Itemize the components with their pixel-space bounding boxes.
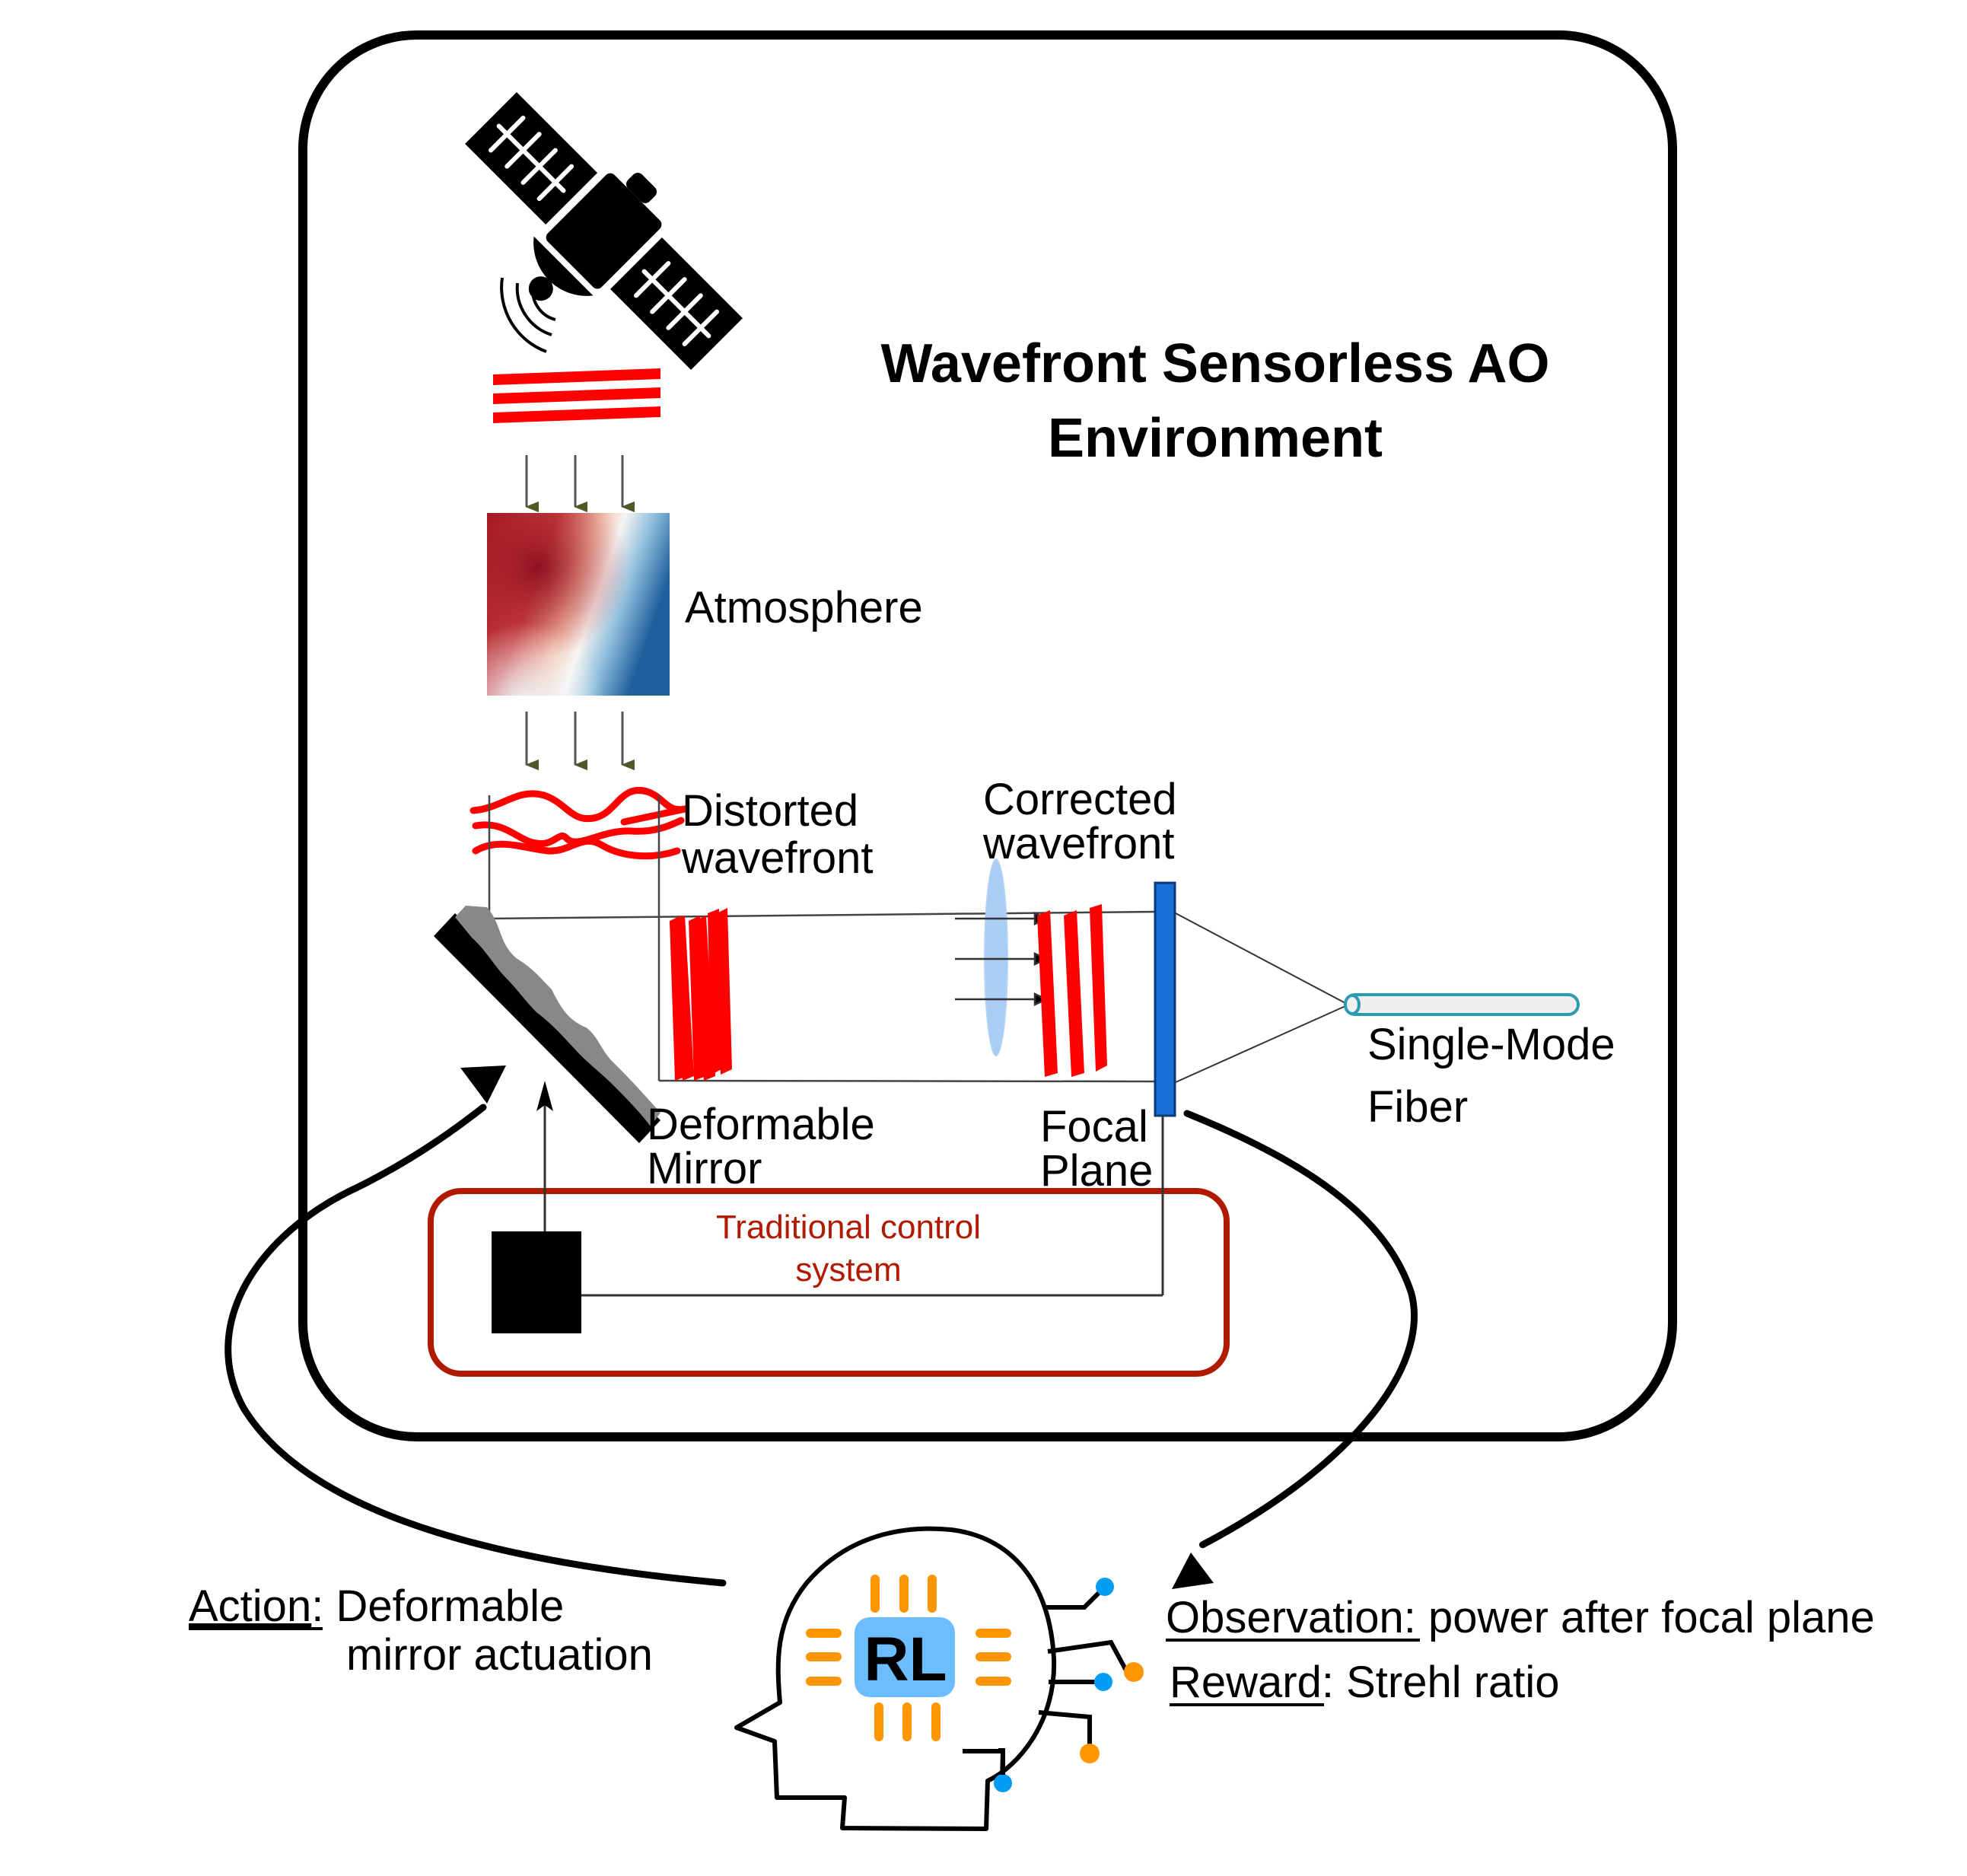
- circuit-node-blue: [1096, 1578, 1114, 1596]
- action-value-line1: Deformable: [323, 1581, 564, 1631]
- environment-title-line2: Environment: [1048, 408, 1383, 469]
- control-feedback-wires: [543, 1096, 1164, 1297]
- deformable-mirror-label-line2: Mirror: [647, 1144, 762, 1193]
- action-loop-arrow: [224, 1104, 727, 1587]
- controller-block: [492, 1231, 581, 1333]
- reflected-wavefront-bars: [670, 908, 732, 1081]
- action-key: Action: [189, 1581, 311, 1631]
- observation-arrow-head: [1172, 1553, 1214, 1589]
- observation-key: Observation: [1166, 1593, 1404, 1642]
- reward-key: Reward: [1170, 1658, 1322, 1707]
- distorted-light-arrows: [525, 712, 635, 771]
- atmosphere-label: Atmosphere: [685, 583, 923, 632]
- environment-title-line1: Wavefront Sensorless AO: [881, 333, 1550, 394]
- action-arrow-head: [460, 1065, 506, 1104]
- chip-icon: [806, 1575, 1011, 1741]
- traditional-control-system-box: [428, 1188, 1230, 1377]
- observation-value: : power after focal plane: [1404, 1593, 1875, 1642]
- single-mode-fiber: [1344, 993, 1580, 1016]
- focal-plane: [1154, 881, 1176, 1117]
- distorted-wavefront-label-line1: Distorted: [682, 786, 858, 836]
- circuit-trace-bottom: [963, 1749, 1005, 1775]
- atmosphere-phase-screen: [487, 513, 670, 696]
- circuit-node-blue: [994, 1774, 1012, 1792]
- observation-loop-arrow: [1183, 1110, 1418, 1549]
- focal-plane-label-line1: Focal: [1040, 1102, 1148, 1151]
- focusing-lens-body: [985, 860, 1007, 1055]
- distorted-wavefront-label-line2: wavefront: [681, 833, 873, 883]
- signal-waves-icon: [500, 277, 556, 353]
- incoming-light-arrows: [525, 455, 635, 513]
- observation-label: Observation: power after focal plane: [1166, 1593, 1875, 1642]
- corrected-wavefront-label-line2: wavefront: [982, 819, 1174, 868]
- satellite-icon: [465, 92, 743, 370]
- distorted-wavefront: [469, 786, 690, 860]
- reward-label: Reward: Strehl ratio: [1170, 1658, 1560, 1707]
- fiber-label-line2: Fiber: [1367, 1082, 1468, 1132]
- incoming-wavefront: [493, 368, 660, 423]
- action-separator: :: [311, 1581, 323, 1631]
- fiber-label-line1: Single-Mode: [1367, 1020, 1615, 1069]
- circuit-node-orange: [1080, 1744, 1100, 1763]
- rl-chip-label: RL: [864, 1625, 947, 1694]
- action-value-line2: mirror actuation: [346, 1630, 653, 1680]
- deformable-mirror-label-line1: Deformable: [647, 1100, 875, 1149]
- corrected-wavefront: [1037, 904, 1107, 1077]
- traditional-control-label-line1: Traditional control: [716, 1209, 981, 1246]
- environment-frame: [298, 30, 1677, 1441]
- control-arrow-head: [536, 1081, 553, 1111]
- focus-cone: [1175, 913, 1346, 1083]
- deformable-mirror: [434, 906, 660, 1143]
- corrected-wavefront-label-line1: Corrected: [983, 775, 1177, 824]
- action-label: Action: Deformable: [189, 1581, 564, 1631]
- focal-plane-label-line2: Plane: [1040, 1146, 1153, 1196]
- circuit-node-orange: [1124, 1662, 1144, 1682]
- reward-value: : Strehl ratio: [1322, 1658, 1560, 1707]
- circuit-node-blue: [1094, 1673, 1112, 1691]
- traditional-control-label-line2: system: [795, 1251, 901, 1288]
